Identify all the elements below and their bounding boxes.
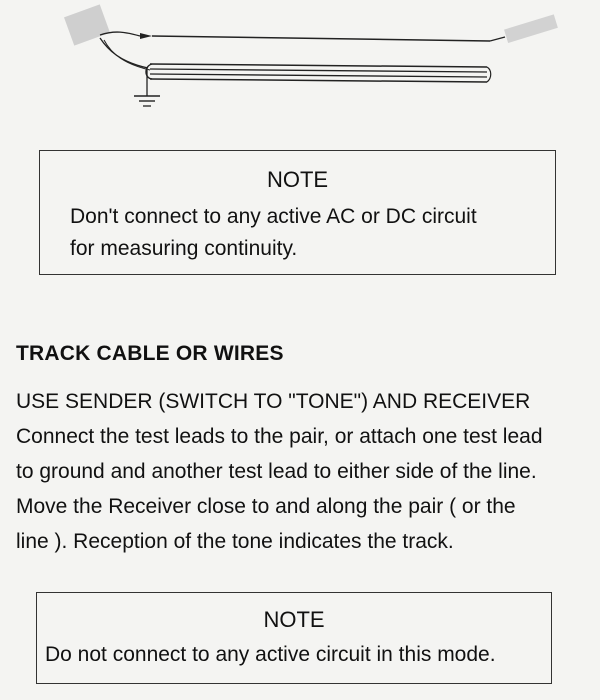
note-box-tone-mode: NOTE Do not connect to any active circui… <box>36 592 552 684</box>
wiring-diagram <box>64 4 558 107</box>
note-box-continuity: NOTE Don't connect to any active AC or D… <box>39 150 556 275</box>
cable-pair-icon <box>145 63 492 83</box>
section-line: Connect the test leads to the pair, or a… <box>16 425 543 448</box>
section-line: to ground and another test lead to eithe… <box>16 460 537 483</box>
section-body: USE SENDER (SWITCH TO "TONE") AND RECEIV… <box>16 384 598 559</box>
section-line: USE SENDER (SWITCH TO "TONE") AND RECEIV… <box>16 390 531 413</box>
note-text: Do not connect to any active circuit in … <box>37 639 551 671</box>
section-heading: TRACK CABLE OR WIRES <box>16 342 284 365</box>
note-title: NOTE <box>266 167 329 192</box>
note-line: for measuring continuity. <box>70 237 298 260</box>
note-title: NOTE <box>263 607 325 632</box>
test-lead-clip-icon <box>64 4 110 46</box>
section-line: Move the Receiver close to and along the… <box>16 495 516 518</box>
section-line: line ). Reception of the tone indicates … <box>16 530 454 553</box>
note-line: Don't connect to any active AC or DC cir… <box>70 205 477 228</box>
ground-symbol-icon <box>134 70 160 107</box>
receiver-probe-icon <box>504 14 558 44</box>
note-line: Do not connect to any active circuit in … <box>45 643 496 666</box>
note-text: Don't connect to any active AC or DC cir… <box>40 201 555 265</box>
